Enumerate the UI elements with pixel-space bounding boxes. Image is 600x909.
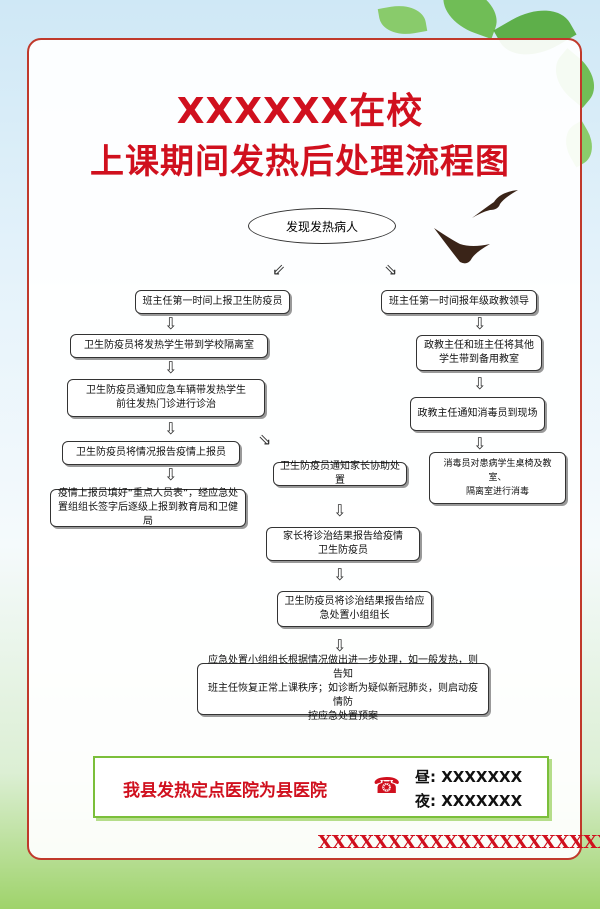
middle-node-4: 应急处置小组组长根据情况做出进一步处理，如一般发热，则告知班主任恢复正常上课秩序… bbox=[197, 655, 489, 722]
right-node-3: 政教主任通知消毒员到现场 bbox=[410, 397, 545, 431]
arrow-down-icon: ⇩ bbox=[333, 501, 347, 520]
left-node-2: 卫生防疫员将发热学生带到学校隔离室 bbox=[70, 334, 268, 358]
swallow-icon bbox=[472, 190, 518, 218]
arrow-down-icon: ⇩ bbox=[473, 434, 487, 453]
footer-text: XXXXXXXXXXXXXXXXXXXXX bbox=[318, 832, 600, 853]
left-node-4: 卫生防疫员将情况报告疫情上报员 bbox=[62, 441, 240, 465]
left-node-1: 班主任第一时间上报卫生防疫员 bbox=[135, 290, 290, 314]
arrow-down-icon: ⇩ bbox=[164, 419, 178, 438]
left-node-3: 卫生防疫员通知应急车辆带发热学生前往发热门诊进行诊治 bbox=[67, 379, 265, 417]
arrow-down-icon: ⇩ bbox=[164, 358, 178, 377]
right-node-1: 班主任第一时间报年级政教领导 bbox=[381, 290, 537, 314]
middle-node-3: 卫生防疫员将诊治结果报告给应急处置小组组长 bbox=[277, 591, 432, 627]
phone-icon: ☎ bbox=[373, 774, 401, 799]
right-node-4: 消毒员对患病学生桌椅及教室、隔离室进行消毒 bbox=[429, 452, 566, 504]
start-node: 发现发热病人 bbox=[248, 208, 396, 244]
arrow-down-icon: ⇩ bbox=[473, 314, 487, 333]
arrow-down-right-icon: ⇘ bbox=[384, 260, 398, 279]
middle-node-1: 卫生防疫员通知家长协助处置 bbox=[273, 461, 407, 486]
title-line2: 上课期间发热后处理流程图 bbox=[90, 142, 510, 182]
right-node-2: 政教主任和班主任将其他学生带到备用教室 bbox=[416, 335, 542, 371]
hospital-text: 我县发热定点医院为县医院 bbox=[123, 781, 327, 801]
swallow-icon bbox=[434, 228, 490, 264]
day-phone: 昼: XXXXXXX bbox=[415, 768, 523, 786]
arrow-down-icon: ⇩ bbox=[164, 314, 178, 333]
title-line1: XXXXXX在校 bbox=[176, 91, 424, 132]
arrow-down-right-icon: ⇘ bbox=[258, 430, 272, 449]
middle-node-2: 家长将诊治结果报告给疫情卫生防疫员 bbox=[266, 527, 420, 561]
arrow-down-left-icon: ⇙ bbox=[272, 260, 286, 279]
left-node-5: 疫情上报员填好“重点人员表”，经应急处置组组长签字后逐级上报到教育局和卫健局 bbox=[50, 488, 246, 527]
arrow-down-icon: ⇩ bbox=[333, 636, 347, 655]
night-phone: 夜: XXXXXXX bbox=[415, 792, 523, 810]
arrow-down-icon: ⇩ bbox=[333, 565, 347, 584]
arrow-down-icon: ⇩ bbox=[164, 465, 178, 484]
hospital-banner: 我县发热定点医院为县医院 ☎ 昼: XXXXXXX 夜: XXXXXXX bbox=[93, 756, 549, 818]
arrow-down-icon: ⇩ bbox=[473, 374, 487, 393]
